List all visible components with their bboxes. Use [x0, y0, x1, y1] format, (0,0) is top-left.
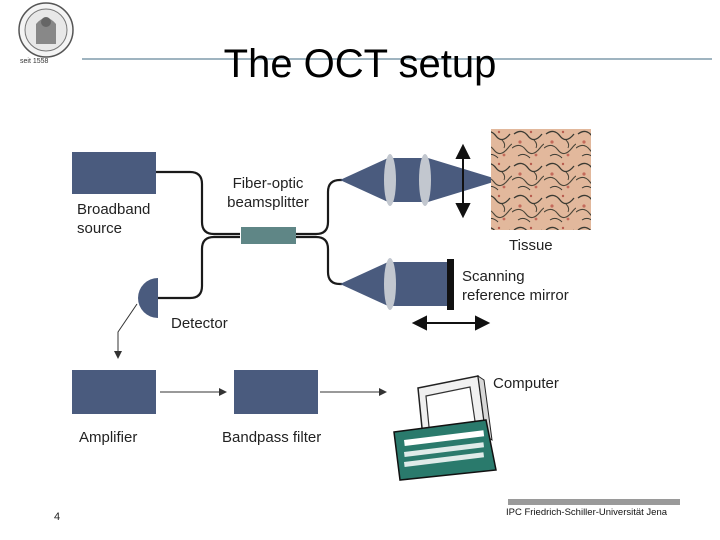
footer-institution: IPC Friedrich-Schiller-Universität Jena [506, 507, 668, 518]
reference-beam-expanding [340, 262, 388, 306]
mirror-label: Scanning reference mirror [462, 267, 569, 305]
reference-lens [384, 258, 396, 310]
page-number: 4 [54, 511, 61, 523]
source-label-line-2: source [77, 220, 123, 237]
amplifier-box [72, 370, 156, 414]
fiber-coupler [241, 227, 296, 244]
tissue-sample [491, 129, 591, 230]
reference-mirror [447, 259, 454, 310]
sample-beam-focused [388, 158, 500, 202]
beamsplitter-label-line-1: Fiber-optic [232, 175, 304, 192]
reference-beam-collimated [388, 262, 448, 306]
detector-label: Detector [171, 315, 228, 332]
vertical-scan-arrow [455, 143, 471, 219]
tissue-label: Tissue [509, 237, 553, 254]
signal-path [114, 303, 387, 396]
sample-beam-expanding [340, 158, 388, 202]
university-seal-logo [18, 2, 74, 58]
beamsplitter-label-line-2: beamsplitter [227, 194, 309, 211]
computer-label: Computer [493, 375, 559, 392]
computer-icon [393, 374, 497, 481]
source-label: Broadband source [77, 200, 150, 238]
optical-fibers [156, 170, 342, 300]
source-label-line-1: Broadband [77, 201, 151, 218]
slide-title: The OCT setup [223, 42, 497, 86]
broadband-source-box [72, 152, 156, 194]
collimating-lens [384, 154, 396, 206]
mirror-label-line-2: reference mirror [462, 287, 569, 304]
horizontal-scan-arrow [411, 315, 491, 331]
bandpass-label: Bandpass filter [222, 429, 322, 446]
detector-shape [138, 278, 158, 318]
mirror-label-line-1: Scanning [462, 268, 525, 285]
bandpass-filter-box [234, 370, 318, 414]
focusing-lens [419, 154, 431, 206]
beamsplitter-label: Fiber-optic beamsplitter [214, 174, 322, 212]
seal-text: seit 1558 [20, 58, 49, 65]
amplifier-label: Amplifier [79, 429, 138, 446]
